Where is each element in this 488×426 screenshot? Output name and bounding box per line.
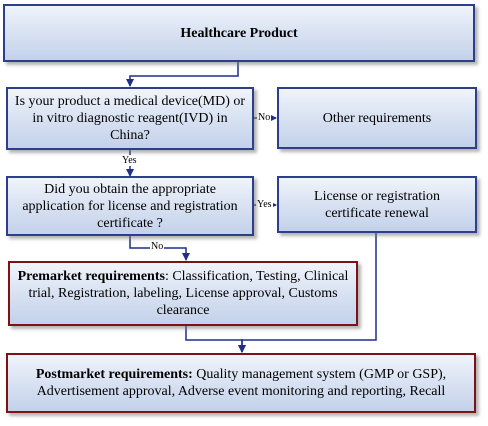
node-healthcare-product: Healthcare Product	[3, 4, 475, 62]
node-postmarket-text: Postmarket requirements: Quality managem…	[14, 366, 468, 400]
node-question-license: Did you obtain the appropriate applicati…	[6, 176, 254, 236]
node-premarket-text: Premarket requirements: Classification, …	[16, 268, 350, 319]
node-postmarket-body: Quality management system (GMP or GSP), …	[36, 367, 447, 399]
node-other-requirements-label: Other requirements	[322, 110, 432, 126]
edge-premarket-to-postmarket	[185, 326, 246, 353]
node-postmarket-heading: Postmarket requirements:	[35, 367, 193, 382]
node-postmarket-requirements: Postmarket requirements: Quality managem…	[6, 353, 476, 413]
edge-product-to-question1	[126, 62, 239, 87]
node-premarket-requirements: Premarket requirements: Classification, …	[8, 261, 358, 326]
node-healthcare-product-label: Healthcare Product	[180, 25, 298, 41]
node-other-requirements: Other requirements	[277, 87, 477, 149]
node-question-md-ivd: Is your product a medical device(MD) or …	[6, 87, 254, 150]
node-license-renewal-label: License or registration certificate rene…	[314, 188, 440, 221]
edge-label-md-yes: Yes	[121, 155, 138, 166]
edge-label-license-no: No	[150, 241, 165, 252]
edge-label-md-no: No	[257, 112, 272, 123]
node-premarket-heading: Premarket requirements	[17, 269, 165, 284]
edge-renewal-to-postmarket	[238, 233, 377, 353]
node-premarket-body: : Classification, Testing, Clinical tria…	[28, 269, 349, 318]
node-license-renewal: License or registration certificate rene…	[277, 176, 477, 233]
node-question-license-label: Did you obtain the appropriate applicati…	[22, 181, 238, 231]
edge-label-license-yes: Yes	[256, 199, 273, 210]
node-question-md-ivd-label: Is your product a medical device(MD) or …	[14, 94, 246, 143]
